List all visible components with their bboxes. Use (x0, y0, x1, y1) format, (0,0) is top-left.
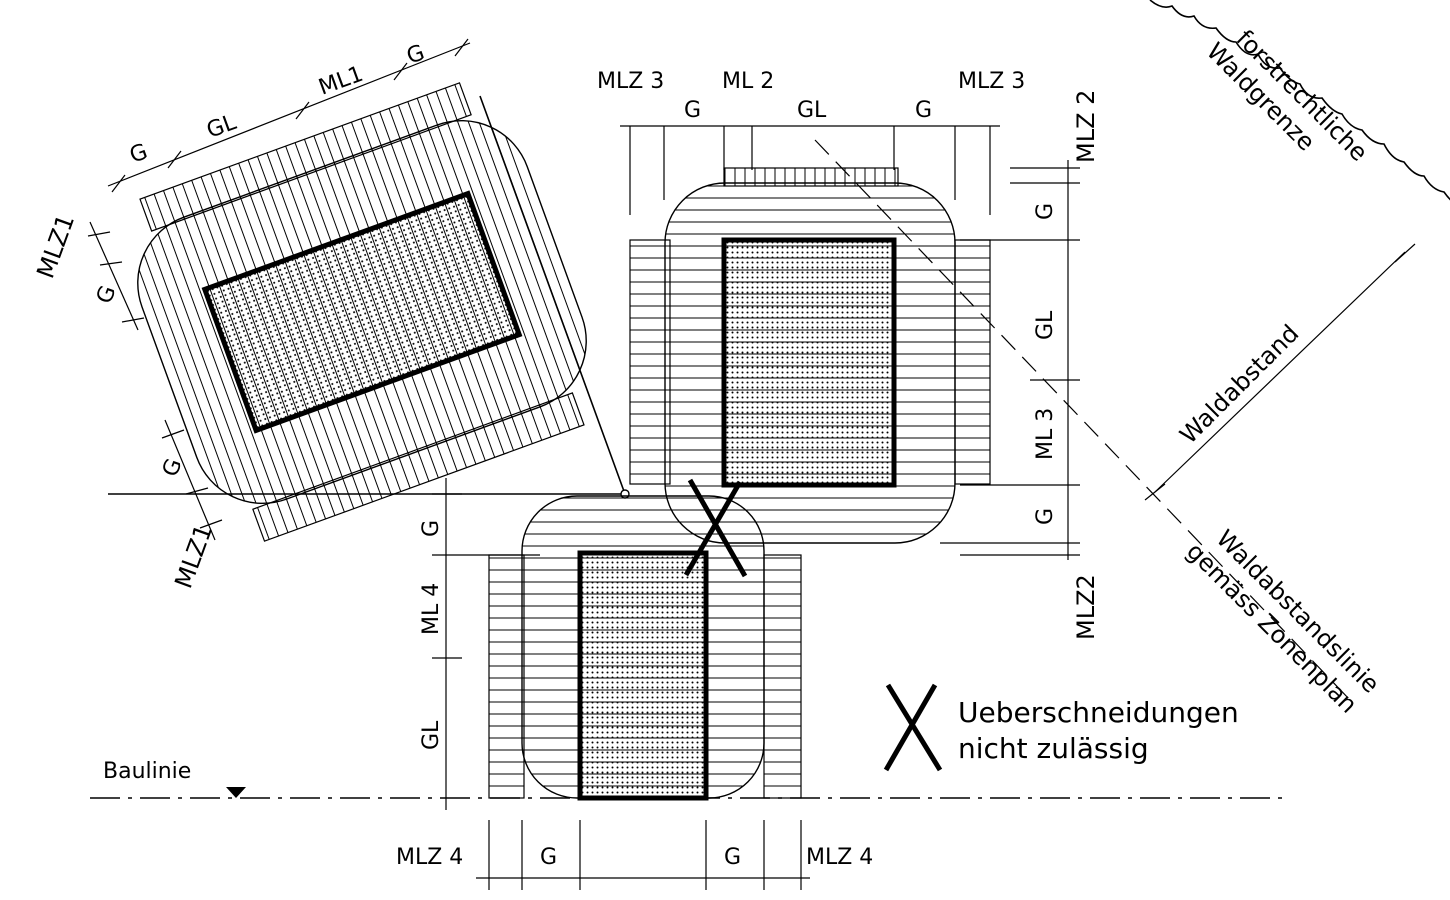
dim-left-mlz1-top: MLZ1 (31, 211, 80, 282)
dim-right-g-top: G (1033, 203, 1058, 220)
forest-distance-line-label: Waldabstandslinie gemäss Zonenplan (1181, 524, 1385, 718)
building-upper-footprint (721, 237, 897, 488)
dim-left-g4: G (158, 455, 187, 480)
building-footprint (201, 190, 523, 434)
baulinie-label: Baulinie (103, 759, 191, 784)
legend-x-mark-b (883, 683, 938, 772)
dim-right-mlz2-bottom: MLZ2 (1072, 574, 1100, 640)
dim-left-ml1: ML1 (316, 62, 367, 101)
dim-top-mlz3-right: MLZ 3 (958, 69, 1025, 94)
boundary-line-diagonal (479, 95, 626, 495)
forest-distance-dimension (1154, 251, 1406, 493)
dim-left-g2: G (404, 40, 429, 69)
building-lower-footprint (577, 550, 709, 801)
dim-right-g-bottom: G (1033, 508, 1058, 525)
dim-bottom-g-right: G (724, 845, 741, 870)
legend: Ueberschneidungen nicht zulässig (883, 683, 1239, 772)
dim-top-ml2: ML 2 (722, 69, 774, 94)
dim-bottom-mlz4-left: MLZ 4 (396, 845, 463, 870)
dim-bottom-g-left: G (540, 845, 557, 870)
dim-left-g1: G (127, 139, 152, 168)
forest-distance-label: Waldabstand (1174, 319, 1304, 449)
legend-text-2: nicht zulässig (958, 732, 1149, 765)
dim-right-gl: GL (1033, 310, 1058, 340)
dim-left-mlz1-bottom: MLZ1 (169, 521, 218, 592)
overlap-x-mark-a (687, 478, 748, 578)
dim-lower-g: G (419, 520, 444, 537)
forest-boundary-line (1149, 0, 1450, 201)
dim-bottom-mlz4-right: MLZ 4 (806, 845, 873, 870)
building-rotated (137, 82, 587, 542)
legend-text-1: Ueberschneidungen (958, 696, 1239, 729)
baulinie-marker (226, 787, 246, 798)
dim-top-g-left: G (684, 98, 701, 123)
legend-x-mark-a (885, 683, 943, 772)
dim-top-g-right: G (915, 98, 932, 123)
dim-lower-ml4: ML 4 (419, 583, 444, 635)
overlap-x-mark-b (683, 480, 743, 577)
dim-left-g3: G (92, 282, 121, 307)
dim-lower-gl: GL (419, 720, 444, 750)
dim-right-mlz2-top: MLZ 2 (1072, 90, 1100, 163)
dim-right-ml3: ML 3 (1033, 408, 1058, 460)
dim-top-mlz3-left: MLZ 3 (597, 69, 664, 94)
forest-boundary-label: forstrechtliche Waldgrenze (1201, 24, 1373, 166)
dim-top-gl: GL (797, 98, 827, 123)
dim-left-gl: GL (204, 110, 241, 144)
